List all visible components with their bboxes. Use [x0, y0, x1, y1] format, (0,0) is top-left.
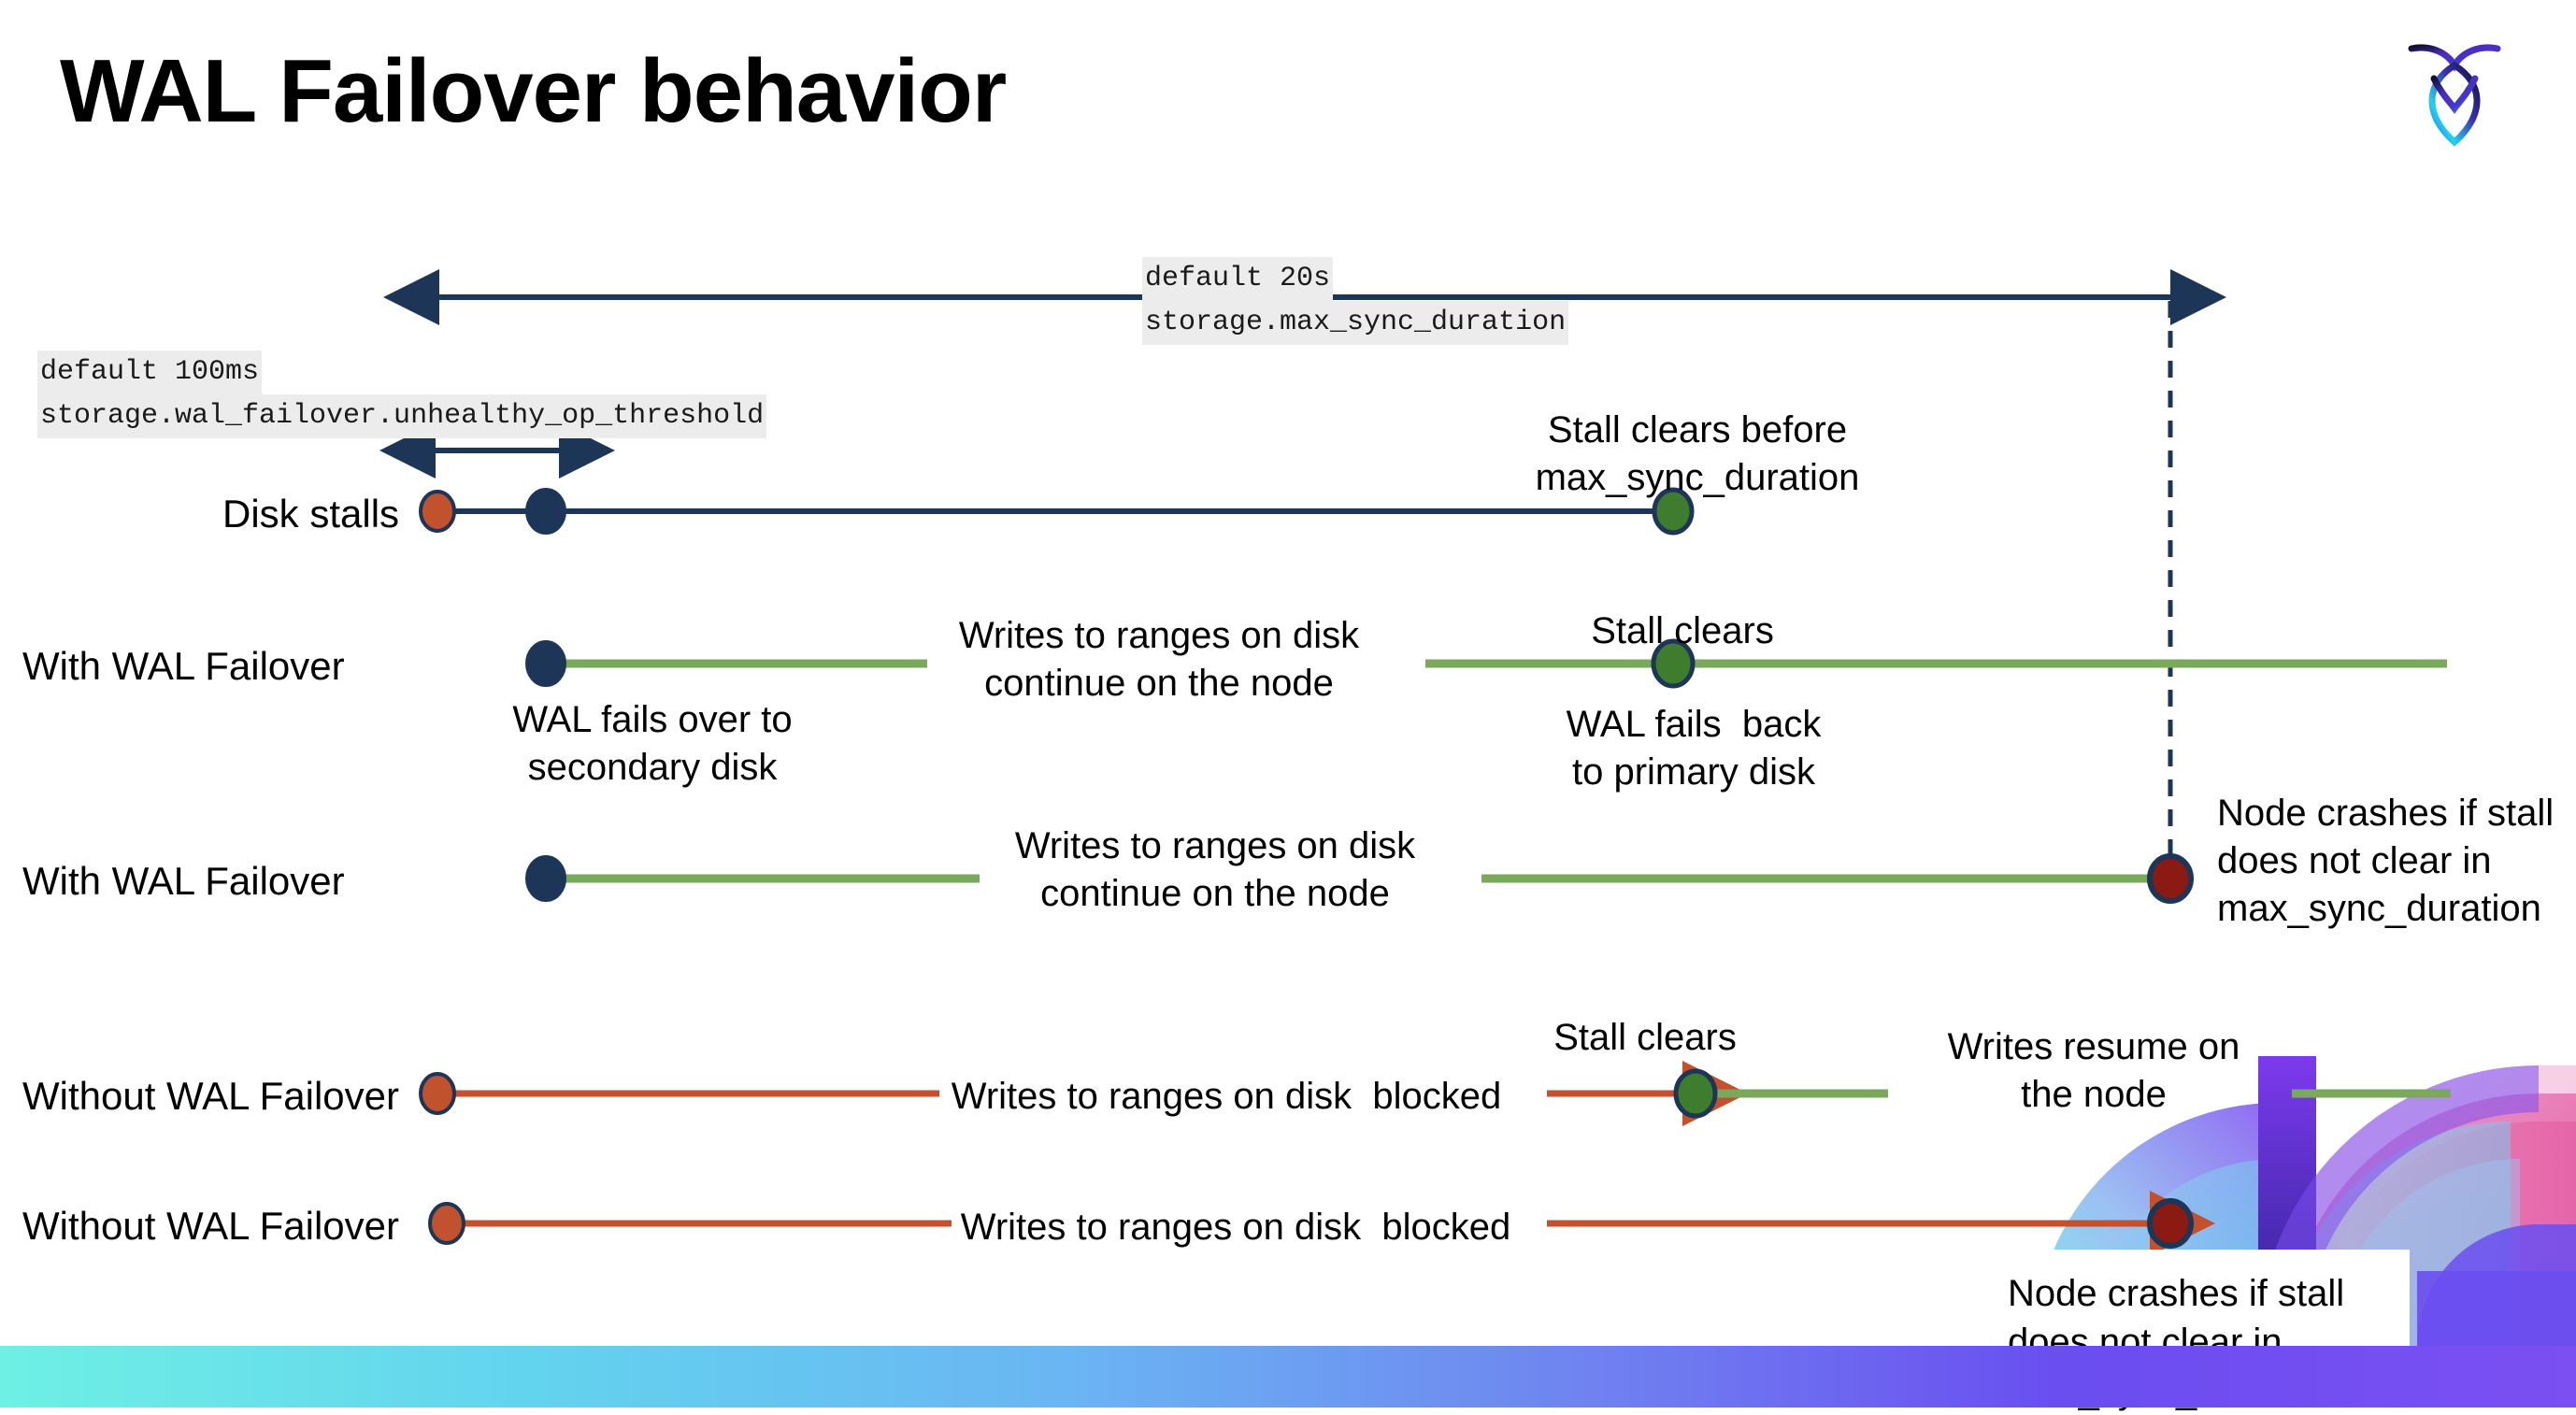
row-label-without-wal-failover-1: Without WAL Failover — [22, 1074, 399, 1118]
row-label-without-wal-failover-2: Without WAL Failover — [22, 1204, 399, 1248]
config-label-max-sync-duration: default 20s storage.max_sync_duration — [1142, 257, 1569, 345]
timeline-row-disk-stalls — [419, 487, 1695, 536]
timeline-row-without-wal-failover-2 — [428, 1191, 2215, 1256]
marker-stall-clears — [1673, 1068, 1718, 1119]
annotation-writes-resume-row4: Writes resume on the node — [1947, 1026, 2240, 1116]
marker-failover-trigger — [525, 488, 566, 535]
marker-node-crash — [2147, 853, 2194, 904]
annotation-writes-blocked-row5: Writes to ranges on disk blocked — [960, 1207, 1511, 1248]
annotation-writes-continue-row2: Writes to ranges on disk continue on the… — [958, 615, 1360, 705]
row-label-with-wal-failover-1: With WAL Failover — [22, 644, 345, 688]
marker-stall-start — [419, 490, 456, 533]
marker-wal-failover-start — [525, 640, 566, 687]
timeline-row-without-wal-failover-1 — [419, 1061, 2451, 1126]
row-label-disk-stalls: Disk stalls — [222, 492, 400, 536]
config-default-max-sync-duration: default 20s — [1142, 257, 1334, 301]
timeline-row-with-wal-failover-1 — [525, 638, 2447, 689]
bottom-gradient-bar — [0, 1346, 2576, 1408]
page-title: WAL Failover behavior — [60, 41, 1007, 141]
annotation-stall-clears-before-max-sync: Stall clears before max_sync_duration — [1535, 409, 1860, 499]
config-label-unhealthy-op-threshold: default 100ms storage.wal_failover.unhea… — [37, 350, 767, 438]
config-setting-max-sync-duration: storage.max_sync_duration — [1142, 301, 1569, 345]
marker-stall-clears — [1652, 487, 1695, 536]
annotation-node-crashes-row3: Node crashes if stall does not clear in … — [2217, 793, 2555, 930]
row-label-with-wal-failover-2: With WAL Failover — [22, 859, 345, 903]
annotation-wal-fails-back: WAL fails back to primary disk — [1566, 704, 1822, 793]
marker-stall-clears — [1651, 638, 1696, 689]
config-default-unhealthy-op-threshold: default 100ms — [37, 350, 263, 394]
annotation-stall-clears-row2: Stall clears — [1591, 610, 1774, 651]
marker-stall-start — [428, 1202, 465, 1245]
annotation-stall-clears-row4: Stall clears — [1553, 1017, 1737, 1058]
annotation-wal-fails-over: WAL fails over to secondary disk — [512, 699, 793, 789]
annotation-writes-blocked-row4: Writes to ranges on disk blocked — [951, 1076, 1502, 1117]
marker-stall-start — [419, 1072, 456, 1115]
marker-node-crash — [2147, 1198, 2194, 1249]
timeline-row-with-wal-failover-2 — [525, 853, 2194, 904]
config-setting-unhealthy-op-threshold: storage.wal_failover.unhealthy_op_thresh… — [37, 394, 767, 438]
annotation-writes-continue-row3: Writes to ranges on disk continue on the… — [1014, 825, 1416, 915]
marker-wal-failover-start — [525, 855, 566, 902]
cockroachdb-logo-icon — [2398, 28, 2511, 150]
